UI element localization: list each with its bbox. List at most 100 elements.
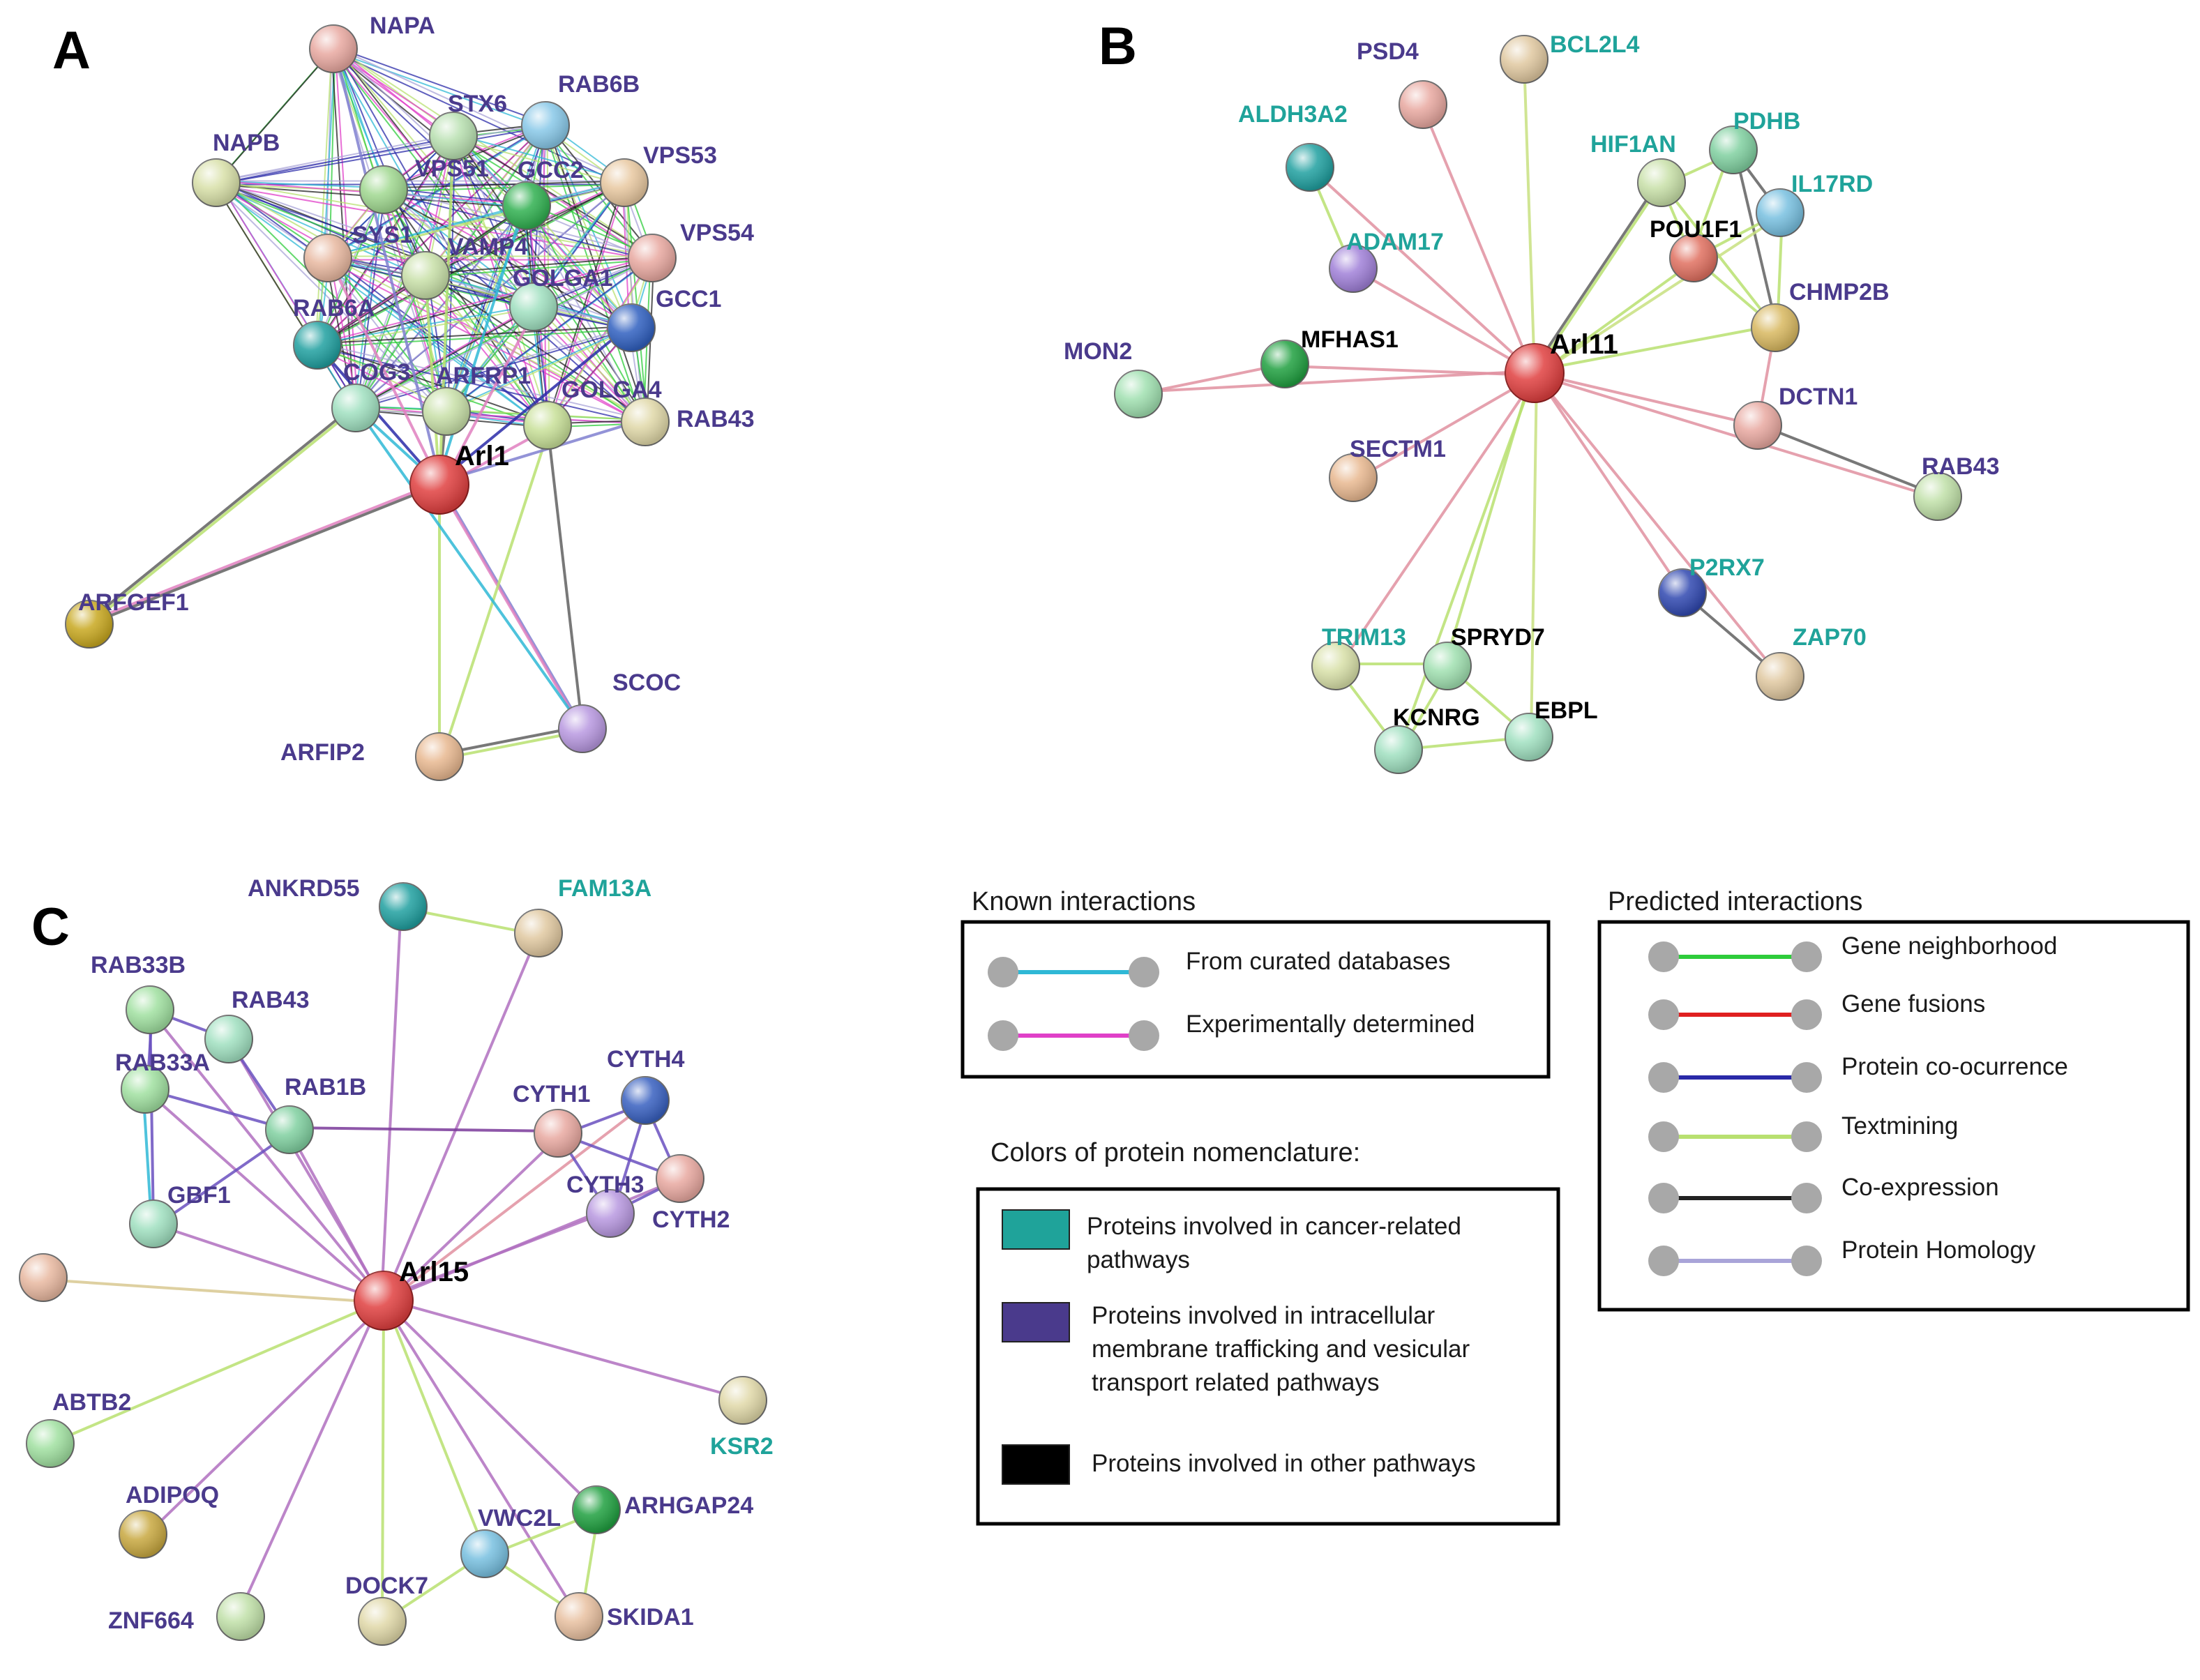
node-rab33a[interactable]: RAB33A [115,1050,210,1114]
node-skida1[interactable]: SKIDA1 [555,1592,694,1641]
node-left1[interactable] [19,1253,68,1302]
legend-node-dot [1648,999,1679,1030]
web-edge [354,308,532,411]
node-vwc2l[interactable]: VWC2L [460,1505,561,1578]
node-bcl2l4[interactable]: BCL2L4 [1500,31,1640,84]
node-arfrp1[interactable]: ARFRP1 [422,363,531,436]
node-rab33b[interactable]: RAB33B [91,952,186,1034]
node-trim13[interactable]: TRIM13 [1311,624,1406,690]
node-cyth1[interactable]: CYTH1 [513,1081,590,1158]
web-edge [319,325,633,345]
node-gcc2[interactable]: GCC2 [502,157,583,230]
node-abtb2[interactable]: ABTB2 [26,1389,131,1468]
edge-arl15-cyth1 [384,1134,562,1304]
node-shine [20,1254,67,1301]
node-pdhb[interactable]: PDHB [1709,108,1800,174]
legend-node-dot [1791,1062,1822,1093]
node-rab6a[interactable]: RAB6A [293,295,375,370]
edge-arl1-arfgef1 [86,481,438,623]
node-vamp4[interactable]: VAMP4 [401,234,528,300]
node-mon2[interactable]: MON2 [1064,338,1163,418]
node-rab43[interactable]: RAB43 [621,398,754,446]
web-edge [534,304,648,421]
node-napa[interactable]: NAPA [309,13,435,73]
node-shine [193,159,240,206]
center-node-arl1[interactable]: Arl1 [409,441,509,515]
node-mfhas1[interactable]: MFHAS1 [1260,326,1399,388]
center-node-arl15[interactable]: Arl15 [354,1257,469,1331]
node-gbf1[interactable]: GBF1 [129,1182,231,1248]
node-dock7[interactable]: DOCK7 [345,1573,428,1646]
edge-arl11-adam17 [1353,267,1535,374]
node-vps53[interactable]: VPS53 [600,142,717,207]
center-node-arl11[interactable]: Arl11 [1505,329,1618,403]
web-edge [357,325,633,407]
node-p2rx7[interactable]: P2RX7 [1658,554,1765,617]
node-shine [359,1598,406,1645]
node-hif1an[interactable]: HIF1AN [1590,131,1686,207]
node-napb[interactable]: NAPB [192,130,280,207]
node-arfgef1[interactable]: ARFGEF1 [65,589,189,649]
node-cyth4[interactable]: CYTH4 [607,1046,685,1125]
node-il17rd[interactable]: IL17RD [1756,171,1873,237]
node-aldh3a2[interactable]: ALDH3A2 [1238,101,1348,192]
node-adipoq[interactable]: ADIPOQ [119,1482,219,1559]
node-label-fam13a: FAM13A [558,875,651,902]
node-rab6b[interactable]: RAB6B [521,71,640,150]
web-edge [384,188,449,410]
node-label-vamp4: VAMP4 [448,234,528,260]
node-ksr2[interactable]: KSR2 [710,1376,774,1460]
node-arfip2[interactable]: ARFIP2 [280,732,464,781]
web-edge [214,126,544,186]
web-edge [331,50,651,261]
web-edge [427,255,654,275]
node-arhgap24[interactable]: ARHGAP24 [572,1485,753,1534]
edge-rab33b-gbf1 [149,1009,155,1225]
node-adam17[interactable]: ADAM17 [1329,229,1444,293]
node-zap70[interactable]: ZAP70 [1756,624,1867,701]
node-znf664[interactable]: ZNF664 [108,1592,265,1641]
node-label-p2rx7: P2RX7 [1689,554,1765,581]
edge-arl11-ebpl [1530,374,1538,740]
node-vps54[interactable]: VPS54 [628,220,754,282]
node-psd4[interactable]: PSD4 [1357,38,1447,129]
web-edge [331,50,645,425]
node-label-arfgef1: ARFGEF1 [78,589,189,616]
node-rab43b[interactable]: RAB43 [1913,453,1999,521]
node-shine [555,1593,603,1640]
node-ankrd55[interactable]: ANKRD55 [248,875,428,931]
node-rab43c[interactable]: RAB43 [204,987,309,1064]
node-ebpl[interactable]: EBPL [1505,697,1598,762]
legend-predicted-label: Textmining [1841,1112,1958,1140]
node-label-vps54: VPS54 [680,220,754,246]
node-stx6[interactable]: STX6 [429,91,507,160]
web-edge [354,328,630,411]
node-label-skida1: SKIDA1 [607,1604,694,1630]
node-fam13a[interactable]: FAM13A [514,875,651,958]
node-scoc[interactable]: SCOC [558,669,681,753]
node-gcc1[interactable]: GCC1 [607,286,721,352]
node-label-gcc1: GCC1 [656,286,721,312]
node-cog3[interactable]: COG3 [331,359,410,432]
node-spryd7[interactable]: SPRYD7 [1423,624,1545,690]
web-edge [385,180,626,189]
legend-node-dot [988,957,1018,987]
node-shine [1751,304,1799,351]
node-chmp2b[interactable]: CHMP2B [1751,279,1890,352]
node-golga1[interactable]: GOLGA1 [509,265,613,331]
node-golga4[interactable]: GOLGA4 [523,377,662,450]
node-sectm1[interactable]: SECTM1 [1329,436,1446,502]
node-vps51[interactable]: VPS51 [359,156,489,214]
node-cyth2[interactable]: CYTH2 [652,1154,730,1233]
web-edge [315,308,532,348]
node-kcnrg[interactable]: KCNRG [1374,704,1480,774]
node-sys1[interactable]: SYS1 [303,222,413,282]
legend-predicted-item-4: Co-expression [1648,1174,1999,1213]
node-cyth3[interactable]: CYTH3 [566,1172,644,1238]
node-dctn1[interactable]: DCTN1 [1733,384,1858,450]
legend-nomenclature-box [976,1187,1560,1526]
node-rab1b[interactable]: RAB1B [265,1074,366,1154]
node-label-rab33a: RAB33A [115,1050,210,1076]
node-pou1f1[interactable]: POU1F1 [1650,216,1742,282]
node-shine [1734,402,1781,449]
